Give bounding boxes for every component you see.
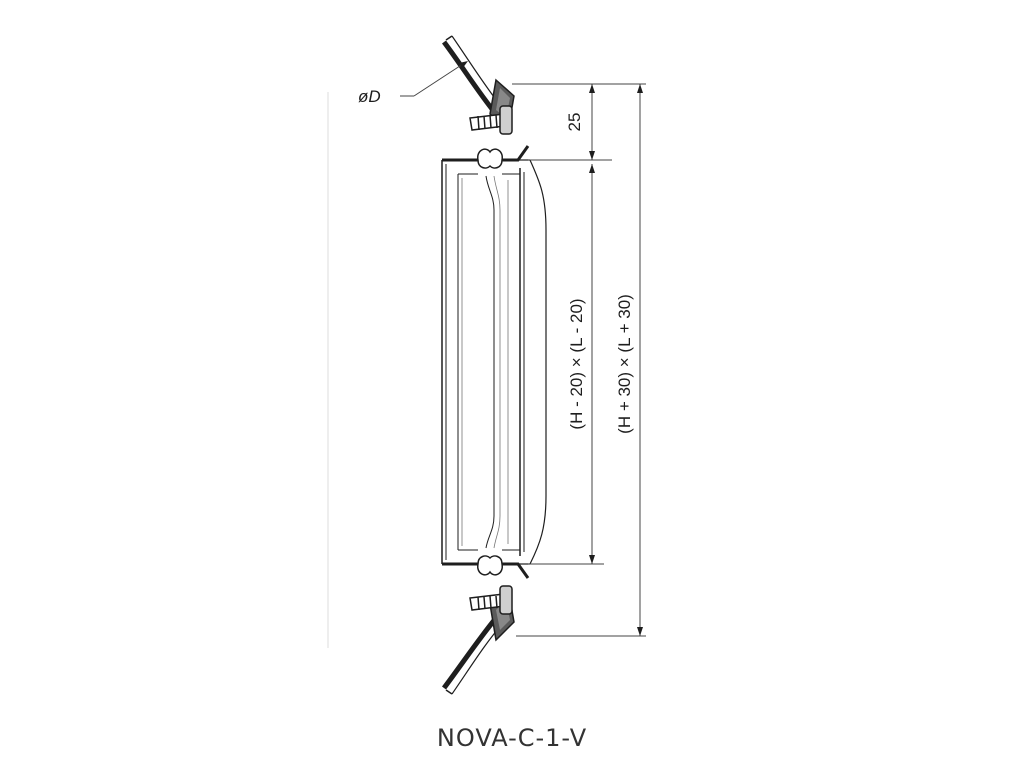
diameter-label: øD bbox=[358, 87, 381, 106]
dimension-outer: (H + 30) × (L + 30) bbox=[615, 294, 634, 434]
top-bead bbox=[477, 148, 503, 169]
arrow-inner-top bbox=[589, 164, 595, 173]
dimension-inner: (H - 20) × (L - 20) bbox=[567, 298, 586, 429]
dimension-lines bbox=[400, 61, 646, 637]
bottom-bead bbox=[477, 555, 503, 576]
bottom-screw bbox=[469, 585, 513, 615]
top-screw bbox=[469, 105, 513, 135]
arrow-25-bottom bbox=[589, 151, 595, 160]
dimension-25: 25 bbox=[565, 113, 584, 132]
arrow-25-top bbox=[589, 84, 595, 93]
arrow-outer-bottom bbox=[637, 627, 643, 636]
dimension-arrowheads bbox=[459, 61, 643, 636]
arrow-diameter bbox=[459, 61, 468, 69]
product-caption: NOVA-C-1-V bbox=[436, 724, 588, 752]
grille-body bbox=[441, 160, 525, 564]
arrow-inner-bottom bbox=[589, 555, 595, 564]
arrow-outer-top bbox=[637, 84, 643, 93]
